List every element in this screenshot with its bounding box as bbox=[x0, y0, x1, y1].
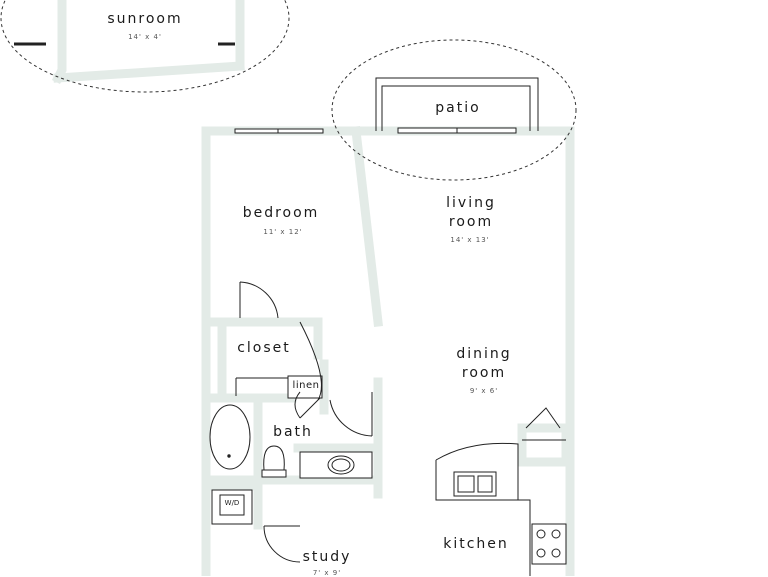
bath-label: bath bbox=[273, 424, 313, 440]
sunroom-label: sunroom bbox=[107, 11, 183, 27]
vanity bbox=[299, 451, 373, 479]
linen-door bbox=[294, 391, 321, 419]
sunroom-wall-bottom bbox=[53, 61, 245, 83]
patio-dashed-outline bbox=[331, 39, 577, 181]
bathtub bbox=[209, 404, 251, 470]
dining-door bbox=[525, 407, 561, 429]
fixtures bbox=[14, 42, 567, 576]
linen-closet bbox=[287, 375, 323, 399]
dining-room-label-1: dining bbox=[456, 346, 512, 362]
linen-label: linen bbox=[292, 380, 320, 391]
sunroom-outline bbox=[0, 0, 290, 93]
patio-label: patio bbox=[435, 100, 481, 116]
bedroom-window bbox=[234, 128, 324, 134]
toilet-bowl bbox=[263, 445, 285, 471]
sunroom-dim: 14' x 4' bbox=[128, 33, 162, 41]
closet-wall bbox=[201, 317, 323, 360]
outdoor-areas bbox=[0, 0, 577, 181]
living-room-dim: 14' x 13' bbox=[450, 236, 490, 244]
kitchen-counter bbox=[435, 442, 531, 576]
study-label: study bbox=[302, 549, 352, 565]
kitchen-label: kitchen bbox=[443, 536, 509, 552]
patio-outline bbox=[375, 77, 539, 131]
stove bbox=[531, 523, 567, 565]
toilet-tank bbox=[261, 469, 287, 478]
sink bbox=[327, 455, 355, 475]
bedroom-label: bedroom bbox=[242, 205, 320, 221]
washer-dryer-box bbox=[211, 489, 253, 525]
sunroom-wall-left bbox=[51, 0, 67, 85]
closet-door bbox=[239, 281, 279, 319]
bath-door bbox=[329, 392, 373, 437]
closet-label: closet bbox=[237, 340, 291, 356]
dining-room-dim: 9' x 6' bbox=[469, 387, 499, 395]
dining-room-label-2: room bbox=[461, 365, 507, 381]
dining-pillar bbox=[517, 423, 571, 467]
living-room-label-1: living bbox=[446, 195, 496, 211]
study-dim: 7' x 9' bbox=[312, 569, 342, 577]
bed-living-partition bbox=[351, 126, 383, 327]
bedroom-dim: 11' x 12' bbox=[263, 228, 303, 236]
living-room-label-2: room bbox=[448, 214, 494, 230]
study-door bbox=[263, 525, 301, 563]
washer-dryer-label: W/D bbox=[224, 499, 240, 507]
